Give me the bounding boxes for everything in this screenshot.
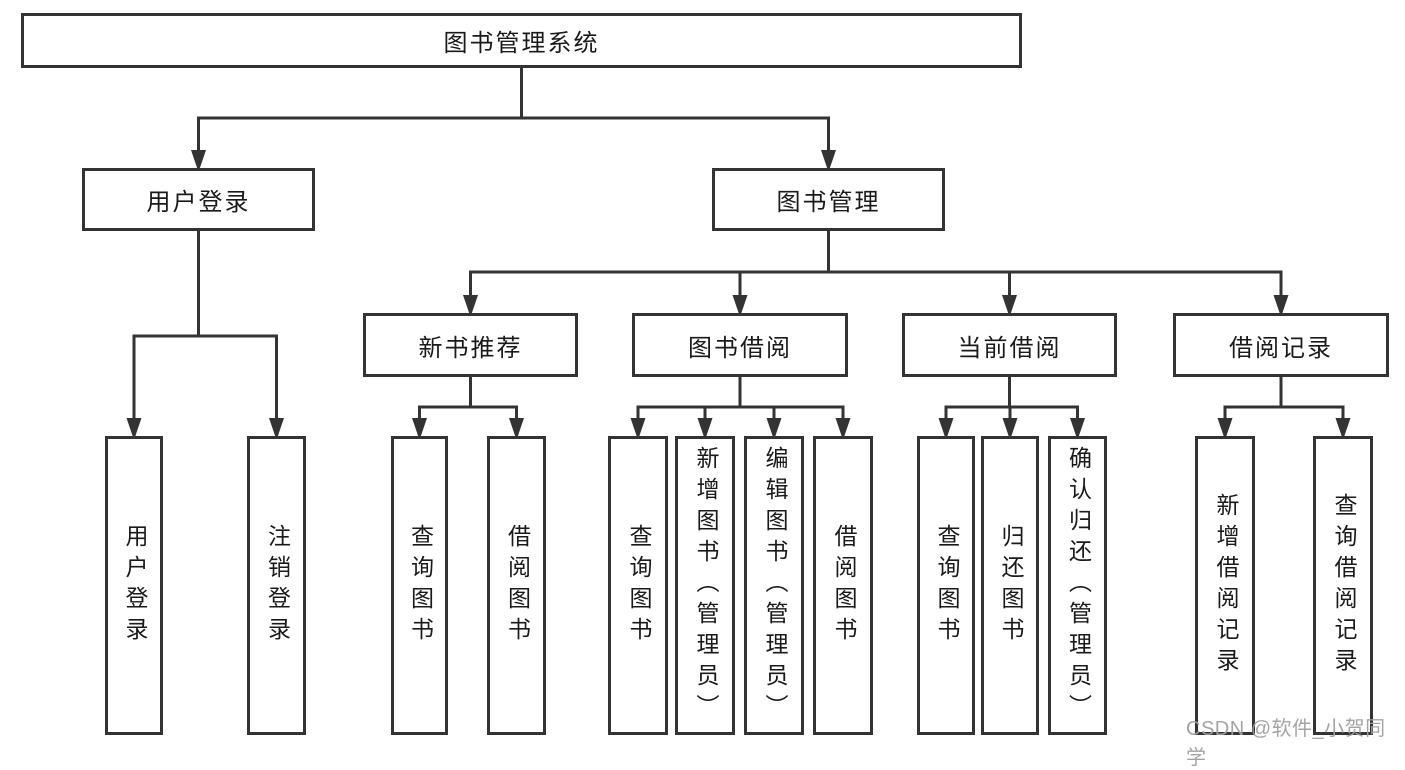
node-borrow-records: 借阅记录 — [1173, 313, 1389, 377]
arrowhead-down — [1002, 418, 1018, 440]
node-borrow-book-1: 借阅图书 — [487, 436, 546, 735]
node-label: 借阅图书 — [831, 523, 856, 648]
node-label: 用户登录 — [146, 190, 251, 216]
arrowhead-down — [269, 418, 284, 440]
node-label: 图书管理 — [776, 190, 881, 216]
arrowhead-down — [463, 295, 478, 317]
arrowhead-down — [412, 418, 427, 440]
node-user-login-leaf: 用户登录 — [105, 436, 163, 735]
node-label: 当前借阅 — [957, 335, 1062, 362]
node-label: 注销登录 — [264, 523, 290, 648]
arrowhead-down — [1070, 418, 1085, 440]
node-add-borrow-record: 新增借阅记录 — [1195, 436, 1255, 735]
node-current-borrow: 当前借阅 — [902, 313, 1117, 377]
node-book-mgmt: 图书管理 — [712, 168, 945, 231]
arrowhead-down — [191, 150, 206, 172]
arrowhead-down — [509, 418, 524, 440]
node-label: 编辑图书（管理员） — [762, 446, 787, 725]
node-label: 新增图书（管理员） — [693, 446, 718, 725]
arrowhead-down — [821, 150, 836, 172]
node-label: 新书推荐 — [418, 335, 523, 362]
node-return-book: 归还图书 — [981, 436, 1039, 735]
node-edit-book: 编辑图书（管理员） — [744, 436, 804, 735]
node-query-borrow-record: 查询借阅记录 — [1313, 436, 1373, 735]
node-label: 图书借阅 — [688, 335, 792, 362]
diagram-canvas: CSDN @软件_小贺同学 图书管理系统用户登录 图书管理新书推荐 图书借阅 当前借阅… — [21, 13, 1389, 769]
node-label: 借阅图书 — [504, 523, 530, 648]
node-label: 新增借阅记录 — [1213, 492, 1238, 679]
node-label: 查询图书 — [626, 523, 651, 648]
arrowhead-down — [766, 418, 782, 440]
node-confirm-return: 确认归还（管理员） — [1048, 436, 1107, 735]
node-label: 查询图书 — [407, 523, 433, 648]
arrowhead-down — [1273, 295, 1289, 317]
node-label: 用户登录 — [122, 523, 147, 648]
arrowhead-down — [630, 418, 646, 440]
node-query-book-2: 查询图书 — [608, 436, 668, 735]
arrowhead-down — [835, 418, 851, 440]
node-label: 借阅记录 — [1229, 335, 1333, 362]
arrowhead-down — [1335, 418, 1351, 440]
node-label: 归还图书 — [998, 523, 1023, 648]
node-label: 确认归还（管理员） — [1065, 446, 1091, 725]
arrowhead-down — [938, 418, 954, 440]
node-book-borrow: 图书借阅 — [632, 313, 848, 377]
node-system: 图书管理系统 — [21, 13, 1022, 68]
arrowhead-down — [732, 295, 748, 317]
node-label: 图书管理系统 — [443, 31, 600, 57]
node-label: 查询借阅记录 — [1331, 492, 1356, 679]
node-new-book-rec: 新书推荐 — [363, 313, 578, 377]
node-query-book-1: 查询图书 — [391, 436, 448, 735]
node-user-login: 用户登录 — [82, 168, 315, 231]
node-add-book: 新增图书（管理员） — [675, 436, 735, 735]
node-query-book-3: 查询图书 — [917, 436, 975, 735]
arrowhead-down — [1217, 418, 1233, 440]
node-logout-leaf: 注销登录 — [247, 436, 306, 735]
arrowhead-down — [126, 418, 142, 440]
arrowhead-down — [1002, 295, 1017, 317]
arrowhead-down — [697, 418, 713, 440]
node-borrow-book-2: 借阅图书 — [813, 436, 873, 735]
connector-layer — [126, 68, 1351, 440]
csdn-watermark: CSDN @软件_小贺同学 — [1186, 718, 1386, 769]
node-label: 查询图书 — [934, 523, 959, 648]
